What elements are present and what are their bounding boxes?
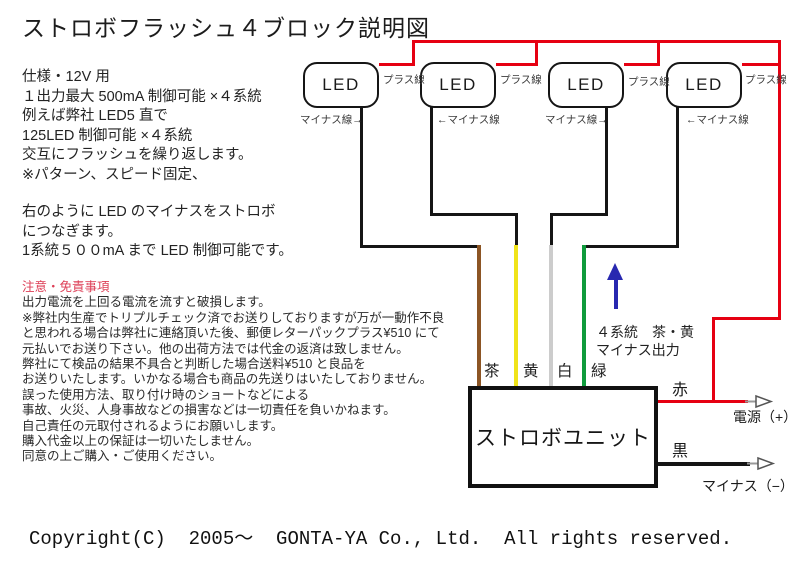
led4-minus-wire [676, 106, 679, 248]
annotation-line1: ４系統 茶・黄 [596, 324, 694, 340]
red-drop-led3-wire [657, 40, 660, 66]
led3-minus-run-wire [550, 213, 608, 216]
disclaimer-block: 注意・免責事項 出力電流を上回る電流を流すと破損します。 ※弊社内生産でトリプル… [22, 280, 444, 465]
led3-minus-stub-wire [550, 213, 553, 247]
disclaimer-line: お送りいたします。いかなる場合も商品の先送りはいたしておりません。 [22, 372, 433, 387]
led1-minus-label: マイナス線→ [300, 114, 363, 126]
disclaimer-line: 同意の上ご購入・ご使用ください。 [22, 449, 223, 464]
usage-line: 1系統５００mA まで LED 制御可能です。 [22, 243, 293, 259]
led1-minus-run-wire [360, 245, 481, 248]
led-block-3: LED [548, 62, 624, 108]
up-arrow-shaft [614, 278, 618, 309]
led-block-1: LED [303, 62, 379, 108]
brown-wire-label: 茶 [484, 363, 500, 380]
black-ground-output-wire [656, 462, 750, 466]
red-stub-led4-wire [742, 63, 781, 66]
disclaimer-line: 弊社にて検品の結果不具合と判断した場合送料¥510 と良品を [22, 357, 366, 372]
spec-line: 交互にフラッシュを繰り返します。 [22, 147, 253, 163]
disclaimer-line: と思われる場合は弊社に連絡頂いた後、郵便レターパックプラス¥510 にて [22, 326, 440, 341]
copyright-text: Copyright(C) 2005～ GONTA-YA Co., Ltd. Al… [29, 528, 733, 550]
red-jog-horizontal-wire [712, 317, 781, 320]
spec-text-block: 仕様・12V 用 １出力最大 500mA 制御可能 ×４系統 例えば弊社 LED… [22, 68, 262, 185]
red-stub-led2-wire [496, 63, 538, 66]
up-arrow-icon [607, 263, 623, 280]
red-right-vertical-wire [778, 40, 781, 320]
disclaimer-line: 出力電流を上回る電流を流すと破損します。 [22, 295, 271, 310]
spec-line: 125LED 制御可能 ×４系統 [22, 127, 193, 144]
spec-line: １出力最大 500mA 制御可能 ×４系統 [22, 88, 262, 105]
green-wire [582, 245, 586, 387]
led4-plus-label: プラス線 [745, 74, 787, 86]
red-stub-led3-wire [624, 63, 660, 66]
disclaimer-line: 誤った使用方法、取り付け時のショートなどによる [22, 387, 310, 402]
ground-minus-arrow-icon [747, 456, 776, 471]
usage-line: 右のように LED のマイナスをストロボ [22, 204, 276, 220]
red-drop-led1-wire [412, 40, 415, 66]
brown-wire [477, 245, 481, 387]
black-output-label: 黒 [672, 443, 689, 460]
disclaimer-line: 購入代金以上の保証は一切いたしません。 [22, 434, 260, 449]
spec-line: 仕様・12V 用 [22, 69, 110, 85]
disclaimer-line: ※弊社内生産でトリプルチェック済でお送りしておりますが万が一動作不良 [22, 310, 445, 325]
red-stub-led1-wire [379, 63, 415, 66]
spec-line: ※パターン、スピード固定、 [22, 166, 207, 183]
power-plus-arrow-icon [745, 394, 774, 409]
led-block-4: LED [666, 62, 742, 108]
led2-minus-run-wire [430, 213, 518, 216]
red-output-label: 赤 [672, 382, 689, 399]
yellow-wire-label: 黄 [523, 363, 539, 380]
led4-minus-run-wire [583, 245, 679, 248]
power-plus-terminal-label: 電源（+） [733, 409, 798, 425]
usage-line: につなぎます。 [22, 223, 123, 240]
ground-minus-terminal-label: マイナス（−） [702, 478, 794, 494]
spec-line: 例えば弊社 LED5 直で [22, 108, 168, 124]
led2-minus-wire [430, 106, 433, 216]
led-block-2: LED [420, 62, 496, 108]
led3-plus-label: プラス線 [628, 76, 670, 88]
disclaimer-heading: 注意・免責事項 [22, 280, 110, 294]
strobe-unit-box: ストロボユニット [468, 386, 658, 488]
annotation-line2: マイナス出力 [596, 342, 680, 358]
white-wire [549, 245, 553, 387]
disclaimer-line: 自己責任の元取付されるようにお願いします。 [22, 418, 284, 433]
green-wire-label: 緑 [591, 363, 607, 380]
red-plus-bus-wire [412, 40, 781, 43]
disclaimer-line: 事故、火災、人身事故などの損害などは一切責任を負いかねます。 [22, 403, 396, 418]
yellow-wire [514, 245, 518, 387]
led2-minus-stub-wire [515, 213, 518, 247]
usage-text-block: 右のように LED のマイナスをストロボ につなぎます。 1系統５００mA まで… [22, 203, 293, 262]
white-wire-label: 白 [557, 363, 573, 380]
red-power-output-wire [656, 400, 748, 403]
led3-minus-wire [605, 106, 608, 216]
led3-minus-label: マイナス線→ [545, 114, 608, 126]
led2-minus-label: ←マイナス線 [437, 114, 500, 126]
led4-minus-label: ←マイナス線 [686, 114, 749, 126]
red-jog-vertical-wire [712, 317, 715, 403]
page-title: ストロボフラッシュ４ブロック説明図 [22, 15, 430, 41]
red-drop-led2-wire [535, 40, 538, 66]
disclaimer-line: 元払いでお送り下さい。他の出荷方法では代金の返済は致しません。 [22, 341, 409, 356]
led2-plus-label: プラス線 [500, 74, 542, 86]
led1-plus-label: プラス線 [383, 74, 425, 86]
led1-minus-wire [360, 106, 363, 248]
